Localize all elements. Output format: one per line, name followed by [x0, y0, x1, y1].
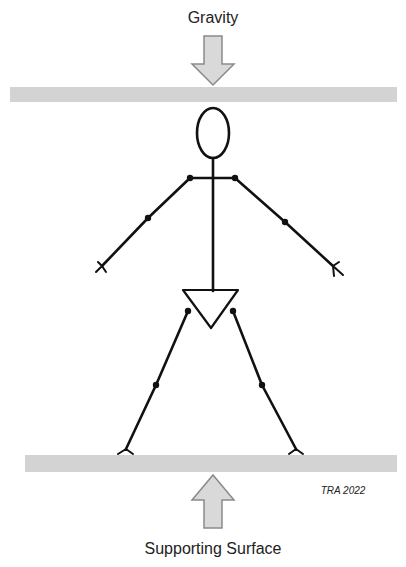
shoulder-line	[190, 177, 235, 180]
watermark: TRA 2022	[321, 485, 366, 496]
left-leg	[126, 311, 188, 449]
left-foot	[118, 449, 133, 454]
pelvis-triangle	[183, 290, 238, 328]
right-arm	[235, 178, 333, 266]
left-hand	[96, 262, 106, 272]
right-hand	[333, 262, 343, 276]
head	[197, 108, 229, 158]
right-leg	[233, 311, 296, 449]
gravity-arrow	[192, 36, 234, 85]
right-foot	[289, 449, 303, 454]
bottom-bar	[25, 455, 397, 472]
top-bar	[10, 87, 397, 102]
force-label: Gravity	[188, 9, 239, 27]
force-label: Supporting Surface	[145, 540, 282, 558]
left-arm	[102, 178, 190, 266]
joint-dots	[145, 175, 288, 388]
support-arrow	[192, 475, 234, 528]
stick-figure	[96, 108, 343, 454]
